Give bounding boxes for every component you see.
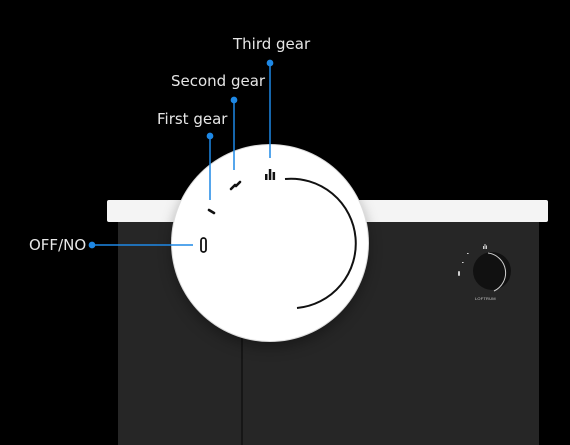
first-gear-label: First gear <box>157 110 228 128</box>
cabinet-door-gap <box>241 318 243 445</box>
third-gear-label: Third gear <box>233 35 311 53</box>
second-gear-leader <box>230 96 238 170</box>
first-gear-icon <box>207 208 216 215</box>
off-leader <box>88 241 193 249</box>
second-gear-label: Second gear <box>171 72 266 90</box>
dial-arc <box>284 177 357 309</box>
off-icon <box>200 237 207 253</box>
third-gear-leader <box>266 59 274 158</box>
mini-knob-brand: LOFTRUM <box>475 296 496 301</box>
third-gear-icon <box>265 169 276 180</box>
mini-knob <box>452 238 524 304</box>
first-gear-leader <box>206 132 214 200</box>
off-label: OFF/NO <box>29 236 87 254</box>
second-gear-icon <box>229 180 242 191</box>
